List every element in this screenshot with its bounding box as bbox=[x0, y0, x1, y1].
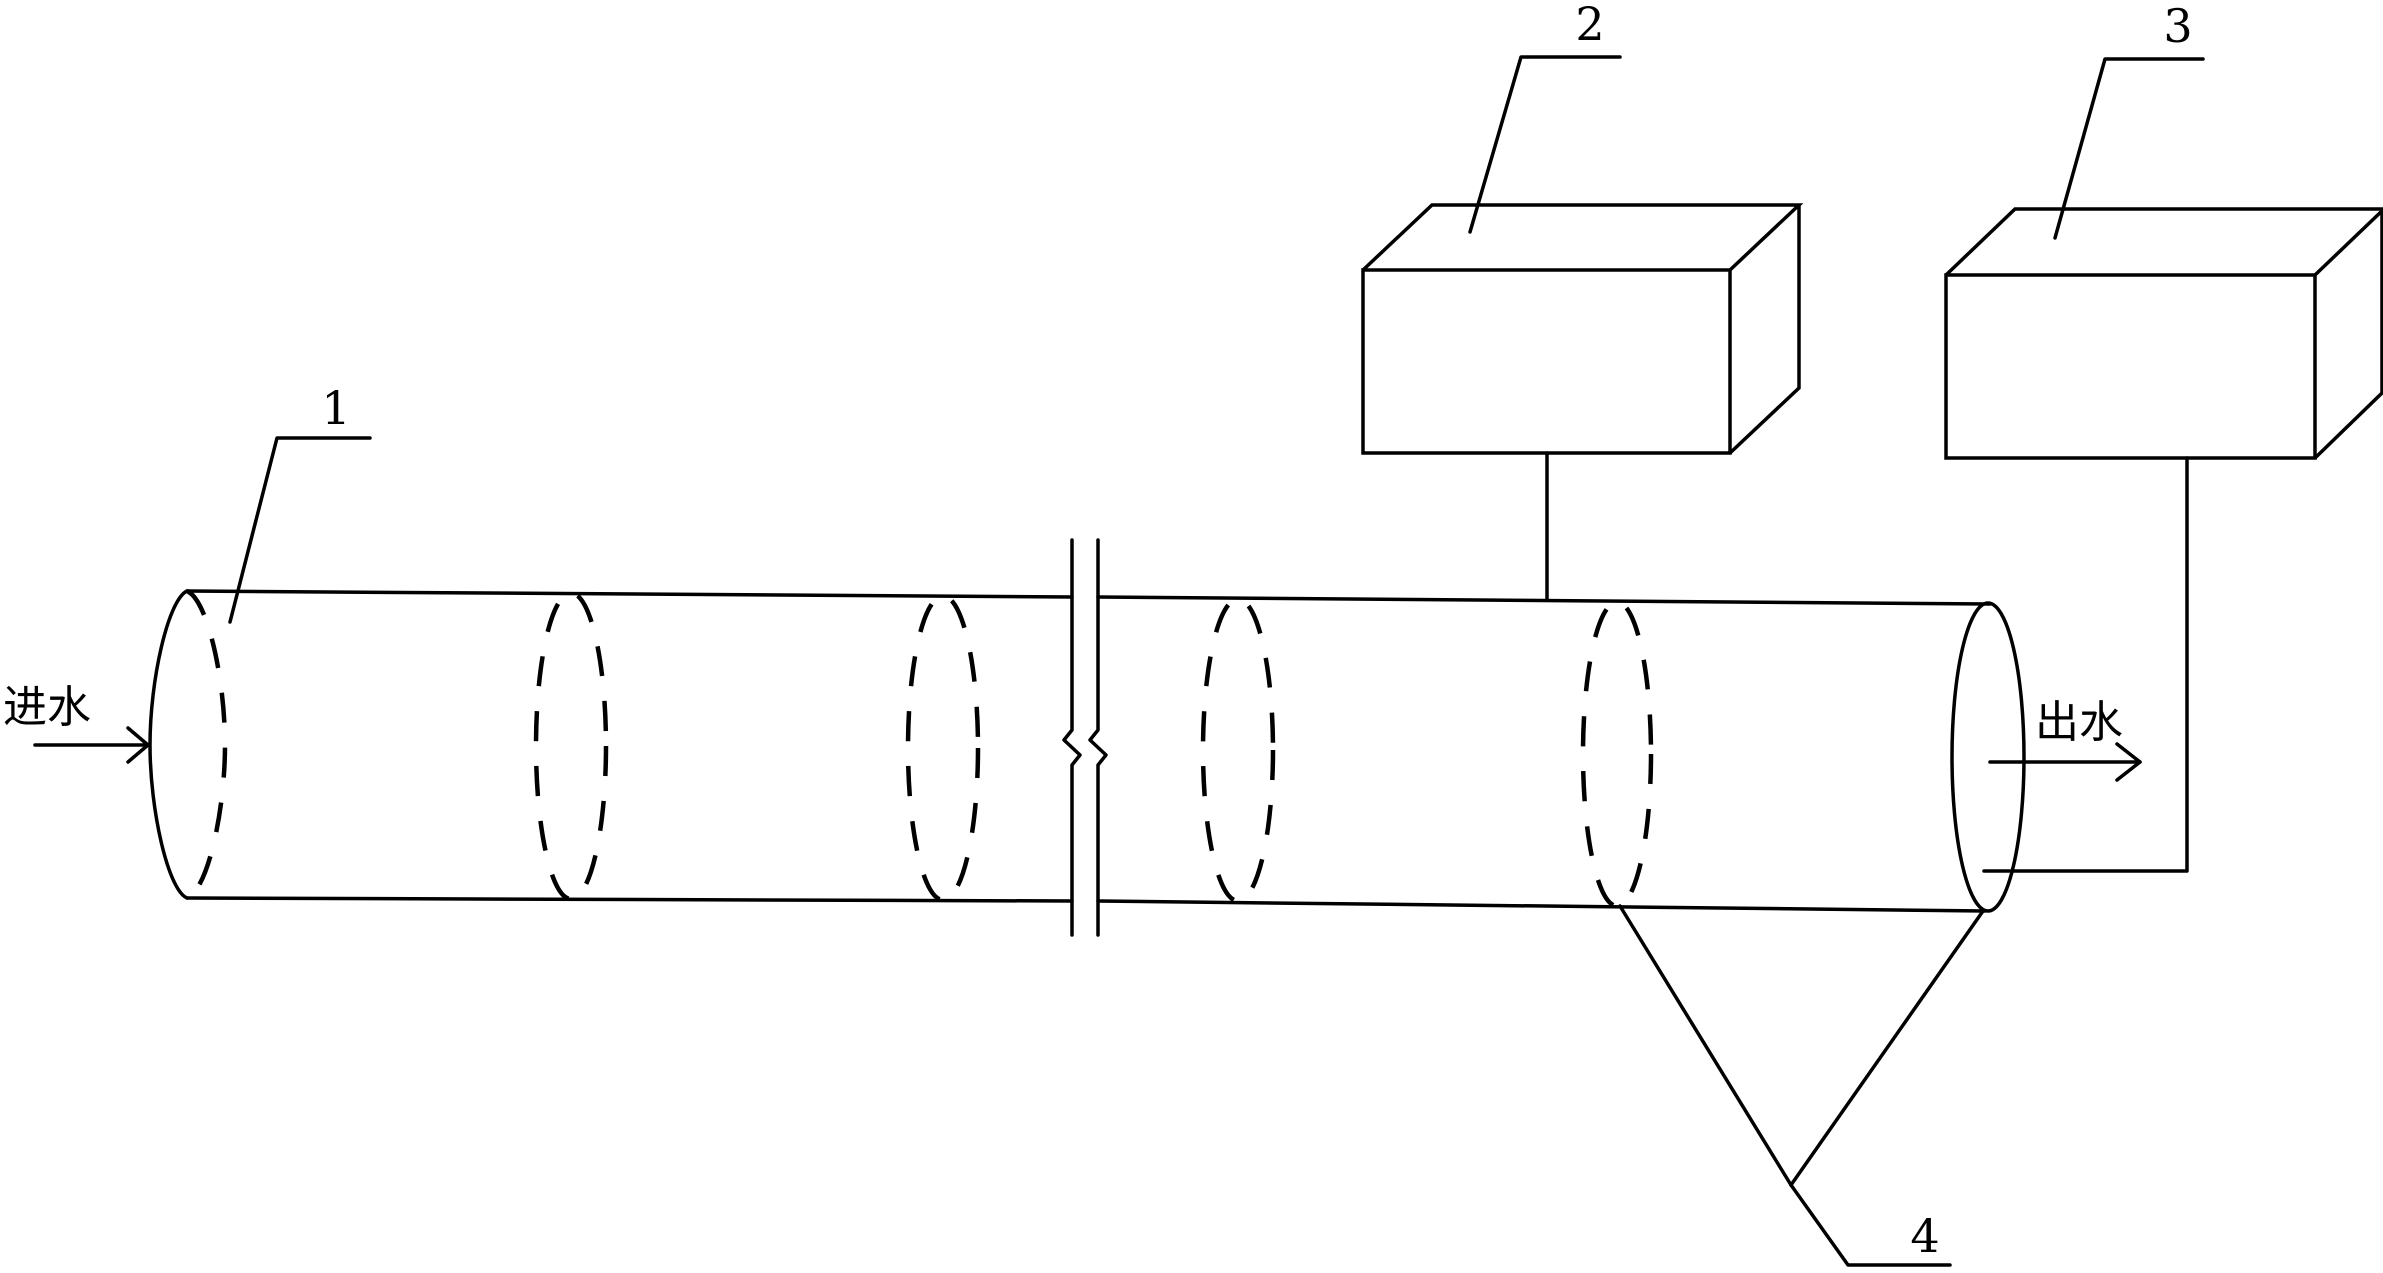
dashed-section-1 bbox=[533, 590, 609, 902]
label-part-1: 1 bbox=[321, 381, 350, 435]
outlet-label: 出水 bbox=[2035, 697, 2123, 748]
leader-line-3 bbox=[2053, 57, 2205, 240]
pipe-body bbox=[185, 589, 1992, 913]
label-part-2: 2 bbox=[1575, 0, 1604, 51]
pipe-outlet-end bbox=[1950, 601, 2026, 913]
leader-line-1 bbox=[228, 436, 372, 624]
device-box-2 bbox=[1361, 203, 1804, 455]
connection-line-3 bbox=[1982, 456, 2189, 873]
outlet-arrow-icon bbox=[1988, 742, 2142, 782]
leader-line-2 bbox=[1468, 55, 1622, 234]
pipe-break-symbol bbox=[1062, 538, 1108, 937]
dashed-section-3 bbox=[1200, 596, 1276, 904]
pipe-inlet-end bbox=[148, 588, 228, 901]
inlet-arrow-icon bbox=[33, 726, 150, 764]
inlet-label: 进水 bbox=[3, 682, 91, 733]
dashed-section-4 bbox=[1580, 599, 1654, 909]
label-part-3: 3 bbox=[2163, 0, 2192, 53]
device-box-3 bbox=[1944, 207, 2383, 460]
dashed-section-2 bbox=[905, 593, 981, 903]
leader-line-4 bbox=[1618, 904, 1985, 1267]
label-part-4: 4 bbox=[1910, 1209, 1939, 1263]
